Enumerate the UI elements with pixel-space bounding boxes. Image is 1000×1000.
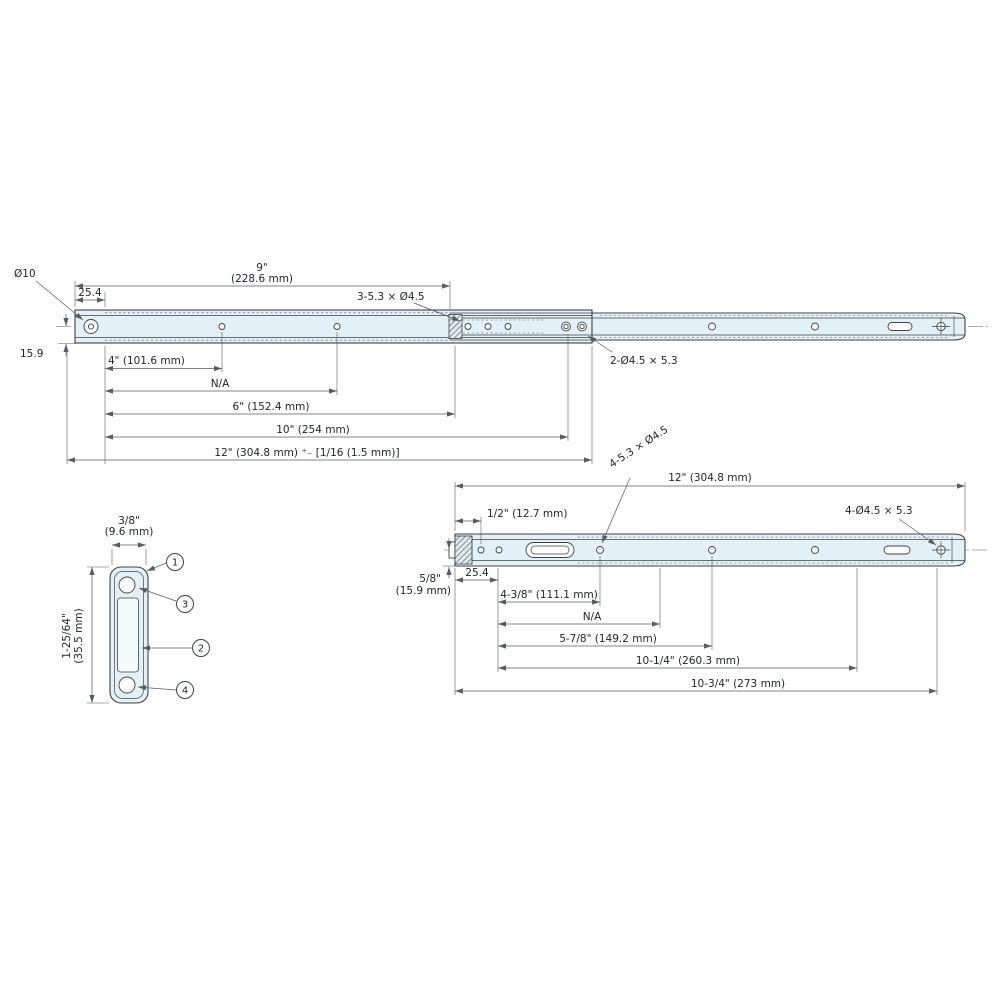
top-view: Ø10 25.4 9" (228.6 mm) 3-5.3 × Ø4.5 15.9… (14, 262, 988, 464)
mounting-hole (477, 546, 485, 554)
callout-1-num: 1 (172, 558, 178, 569)
label-25-4: 25.4 (465, 567, 489, 579)
mounting-hole (218, 323, 226, 330)
label-5-7-8: 5-7/8" (149.2 mm) (559, 633, 657, 645)
label-10-1-4: 10-1/4" (260.3 mm) (636, 655, 740, 667)
leader-2holes (587, 335, 613, 353)
label-3holes: 3-5.3 × Ø4.5 (357, 291, 425, 303)
inner-member-section (117, 597, 139, 673)
hole-dia10-center (87, 323, 95, 330)
mounting-hole (811, 546, 819, 554)
callout-4-num: 4 (182, 686, 188, 697)
mounting-hole (596, 546, 604, 554)
leader-callout-1 (146, 562, 167, 572)
slot-hole (883, 545, 911, 555)
label-9mm: (228.6 mm) (231, 273, 293, 285)
callout-4 (176, 681, 194, 699)
mounting-hole (504, 323, 512, 330)
mounting-hole (484, 323, 492, 330)
front-view: 4-5.3 × Ø4.5 12" (304.8 mm) 1/2" (12.7 m… (396, 424, 988, 695)
label-na: N/A (211, 378, 230, 390)
leader-3holes (413, 302, 461, 322)
label-4in: 4" (101.6 mm) (108, 355, 185, 367)
callout-2 (192, 639, 210, 657)
leader-callout-4 (137, 685, 177, 691)
mounting-hole (708, 322, 716, 331)
callout-2-num: 2 (198, 644, 204, 655)
countersunk-hole-center (563, 323, 569, 330)
callout-3 (176, 595, 194, 613)
label-4holes: 4-5.3 × Ø4.5 (607, 424, 670, 471)
label-4holes-b: 4-Ø4.5 × 5.3 (845, 505, 913, 517)
countersunk-hole-center (579, 323, 585, 330)
label-height-in: 1-25/64" (61, 613, 73, 659)
mounting-hole (333, 323, 341, 330)
mounting-hole (811, 322, 819, 331)
label-4-3-8: 4-3/8" (111.1 mm) (500, 589, 598, 601)
label-15-9: 15.9 (20, 348, 43, 360)
label-na: N/A (583, 611, 602, 623)
leader-dia10 (35, 280, 84, 321)
leader-callout-3 (138, 587, 177, 602)
label-3-8-in: 3/8" (118, 515, 140, 527)
label-10-3-4: 10-3/4" (273 mm) (691, 678, 785, 690)
ball-bottom (118, 676, 136, 694)
top-outer-rail (74, 309, 593, 344)
mounting-hole (495, 546, 503, 554)
label-3-8-mm: (9.6 mm) (105, 526, 154, 538)
leader-4holes (601, 477, 631, 544)
section-view: 3/8" (9.6 mm) 1-25/64" (35.5 mm) 1 3 2 4 (61, 515, 210, 704)
label-12in: 12" (304.8 mm) ⁺₋ [1/16 (1.5 mm)] (214, 447, 399, 459)
label-dia10: Ø10 (14, 268, 36, 280)
release-lever (525, 542, 575, 558)
release-lever-inner (530, 545, 570, 555)
ball-top (118, 576, 136, 594)
front-end-tab (448, 541, 456, 559)
slot-hole (887, 322, 913, 331)
front-lock-block (454, 535, 473, 565)
mounting-hole (708, 546, 716, 554)
label-25-4: 25.4 (78, 287, 102, 299)
label-10in: 10" (254 mm) (276, 424, 350, 436)
callout-1 (166, 553, 184, 571)
label-5-8-mm: (15.9 mm) (396, 585, 451, 597)
label-height-mm: (35.5 mm) (73, 608, 85, 663)
callout-3-num: 3 (182, 600, 188, 611)
ball-retainer-hatch (448, 314, 463, 339)
label-5-8-in: 5/8" (419, 573, 441, 585)
label-12in: 12" (304.8 mm) (668, 472, 752, 484)
label-2holes: 2-Ø4.5 × 5.3 (610, 355, 678, 367)
label-half: 1/2" (12.7 mm) (487, 508, 567, 520)
mounting-hole (464, 323, 472, 330)
leader-4holes-b (898, 518, 937, 546)
section-profile-inner (114, 571, 144, 699)
label-9in: 9" (256, 262, 268, 274)
label-6in: 6" (152.4 mm) (233, 401, 310, 413)
